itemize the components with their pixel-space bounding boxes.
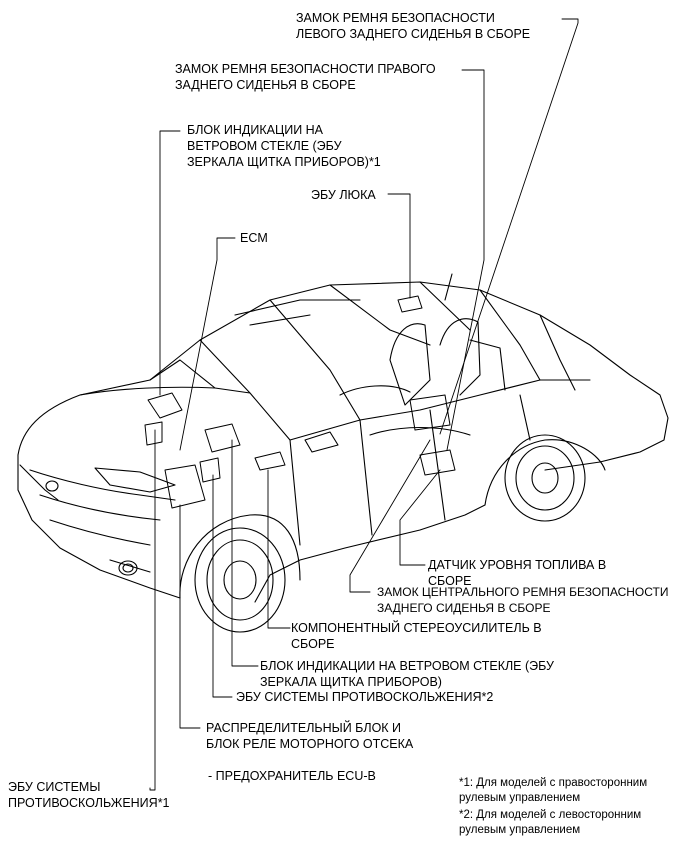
label-precrash-lhd: ЭБУ СИСТЕМЫ ПРОТИВОСКОЛЬЖЕНИЯ*2 <box>236 690 494 704</box>
label-sunroof-ecu: ЭБУ ЛЮКА <box>311 188 376 202</box>
label-rear-center-seatbelt-buckle: ЗАМОК ЦЕНТРАЛЬНОГО РЕМНЯ БЕЗОПАСНОСТИ ЗА… <box>377 585 669 615</box>
label-stereo-amplifier: КОМПОНЕНТНЫЙ СТЕРЕОУСИЛИТЕЛЬ В СБОРЕ <box>291 621 542 651</box>
label-rear-right-seatbelt-buckle: ЗАМОК РЕМНЯ БЕЗОПАСНОСТИ ПРАВОГО ЗАДНЕГО… <box>175 62 436 92</box>
label-engine-room-relay-block: РАСПРЕДЕЛИТЕЛЬНЫЙ БЛОК И БЛОК РЕЛЕ МОТОР… <box>206 721 414 751</box>
rear-wheel <box>484 434 606 522</box>
label-fuse-ecu-b: - ПРЕДОХРАНИТЕЛЬ ECU-B <box>208 769 376 783</box>
label-hud-lhd: БЛОК ИНДИКАЦИИ НА ВЕТРОВОМ СТЕКЛЕ (ЭБУ З… <box>260 659 555 689</box>
leader-lines <box>149 18 579 791</box>
components <box>144 295 456 509</box>
label-fuel-sender-gauge: ДАТЧИК УРОВНЯ ТОПЛИВА В СБОРЕ <box>428 558 607 588</box>
label-precrash-rhd: ЭБУ СИСТЕМЫ ПРОТИВОСКОЛЬЖЕНИЯ*1 <box>8 780 170 810</box>
front-wheel <box>179 514 301 633</box>
car-body <box>17 273 669 603</box>
footnote-lhd: *2: Для моделей с левосторонним рулевым … <box>459 809 642 836</box>
footnote-rhd: *1: Для моделей с правосторонним рулевым… <box>459 777 648 804</box>
label-hud-rhd: БЛОК ИНДИКАЦИИ НА ВЕТРОВОМ СТЕКЛЕ (ЭБУ З… <box>187 123 381 169</box>
label-ecm: ECM <box>240 231 268 245</box>
label-rear-left-seatbelt-buckle: ЗАМОК РЕМНЯ БЕЗОПАСНОСТИ ЛЕВОГО ЗАДНЕГО … <box>296 11 531 41</box>
car-interior <box>339 318 506 436</box>
